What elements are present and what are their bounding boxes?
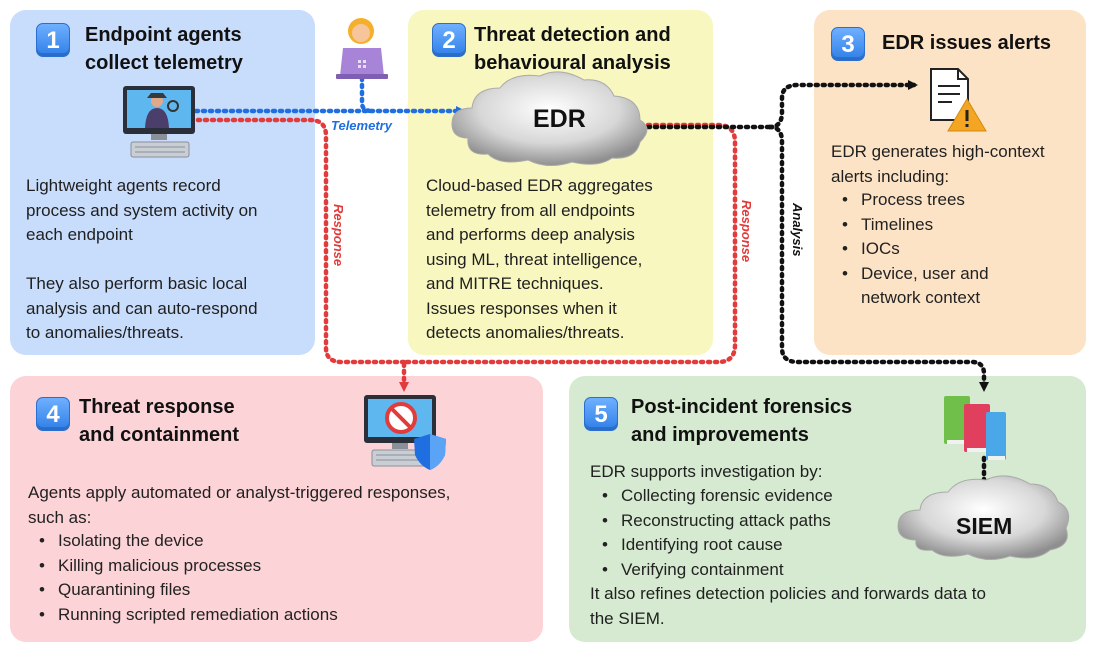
panel-4-title: Threat response and containment — [79, 396, 240, 446]
bullet-item: Killing malicious processes — [25, 554, 525, 579]
response-label-left: Response — [331, 204, 346, 267]
panel-5-outro: It also refines detection policies and f… — [590, 584, 986, 628]
telemetry-connector — [193, 75, 466, 116]
siem-cloud-label: SIEM — [956, 513, 1013, 539]
step-badge-2: 2 — [432, 23, 466, 57]
analyst-laptop-icon — [336, 18, 388, 79]
step-badge-1: 1 — [36, 23, 70, 57]
analysis-label: Analysis — [790, 203, 805, 257]
bullet-item: Running scripted remediation actions — [25, 603, 525, 628]
panel-3-intro: EDR generates high-context alerts includ… — [831, 142, 1045, 186]
panel-1-title: Endpoint agents collect telemetry — [85, 24, 243, 74]
bullet-item: Isolating the device — [25, 529, 525, 554]
books-icon — [944, 396, 1006, 460]
panel-2-title: Threat detection and behavioural analysi… — [474, 24, 671, 74]
bullet-item: IOCs — [828, 237, 1078, 262]
step-badge-5: 5 — [584, 397, 618, 431]
bullet-item: Collecting forensic evidence — [588, 484, 908, 509]
panel-5-bullets: Collecting forensic evidence Reconstruct… — [588, 484, 908, 582]
step-badge-3: 3 — [831, 27, 865, 61]
edr-cloud-icon — [451, 71, 648, 166]
response-label-right: Response — [739, 200, 754, 263]
panel-5-title: Post-incident forensics and improvements — [631, 396, 853, 446]
telemetry-label: Telemetry — [331, 118, 392, 133]
panel-3-bullets: Process trees Timelines IOCs Device, use… — [828, 188, 1078, 311]
panel-4-intro: Agents apply automated or analyst-trigge… — [28, 483, 451, 527]
bullet-item: Device, user and network context — [828, 262, 1078, 311]
bullet-item: Verifying containment — [588, 558, 908, 583]
panel-threat-detection — [408, 10, 713, 355]
edr-cloud-label: EDR — [533, 105, 586, 133]
panel-endpoint-agents — [10, 10, 315, 355]
bullet-item: Quarantining files — [25, 578, 525, 603]
alert-document-icon — [930, 68, 987, 132]
bullet-item: Timelines — [828, 213, 1078, 238]
panel-4-bullets: Isolating the device Killing malicious p… — [25, 529, 525, 627]
blocked-shielded-computer-icon — [364, 395, 446, 470]
siem-cloud-icon — [897, 475, 1070, 560]
bullet-item: Identifying root cause — [588, 533, 908, 558]
step-badge-4: 4 — [36, 397, 70, 431]
bullet-item: Process trees — [828, 188, 1078, 213]
panel-1-body: Lightweight agents record process and sy… — [26, 176, 258, 342]
spy-computer-icon — [123, 86, 195, 158]
panel-2-body: Cloud-based EDR aggregates telemetry fro… — [426, 176, 653, 342]
panel-3-title: EDR issues alerts — [882, 32, 1051, 54]
bullet-item: Reconstructing attack paths — [588, 509, 908, 534]
panel-5-intro: EDR supports investigation by: — [590, 462, 823, 481]
